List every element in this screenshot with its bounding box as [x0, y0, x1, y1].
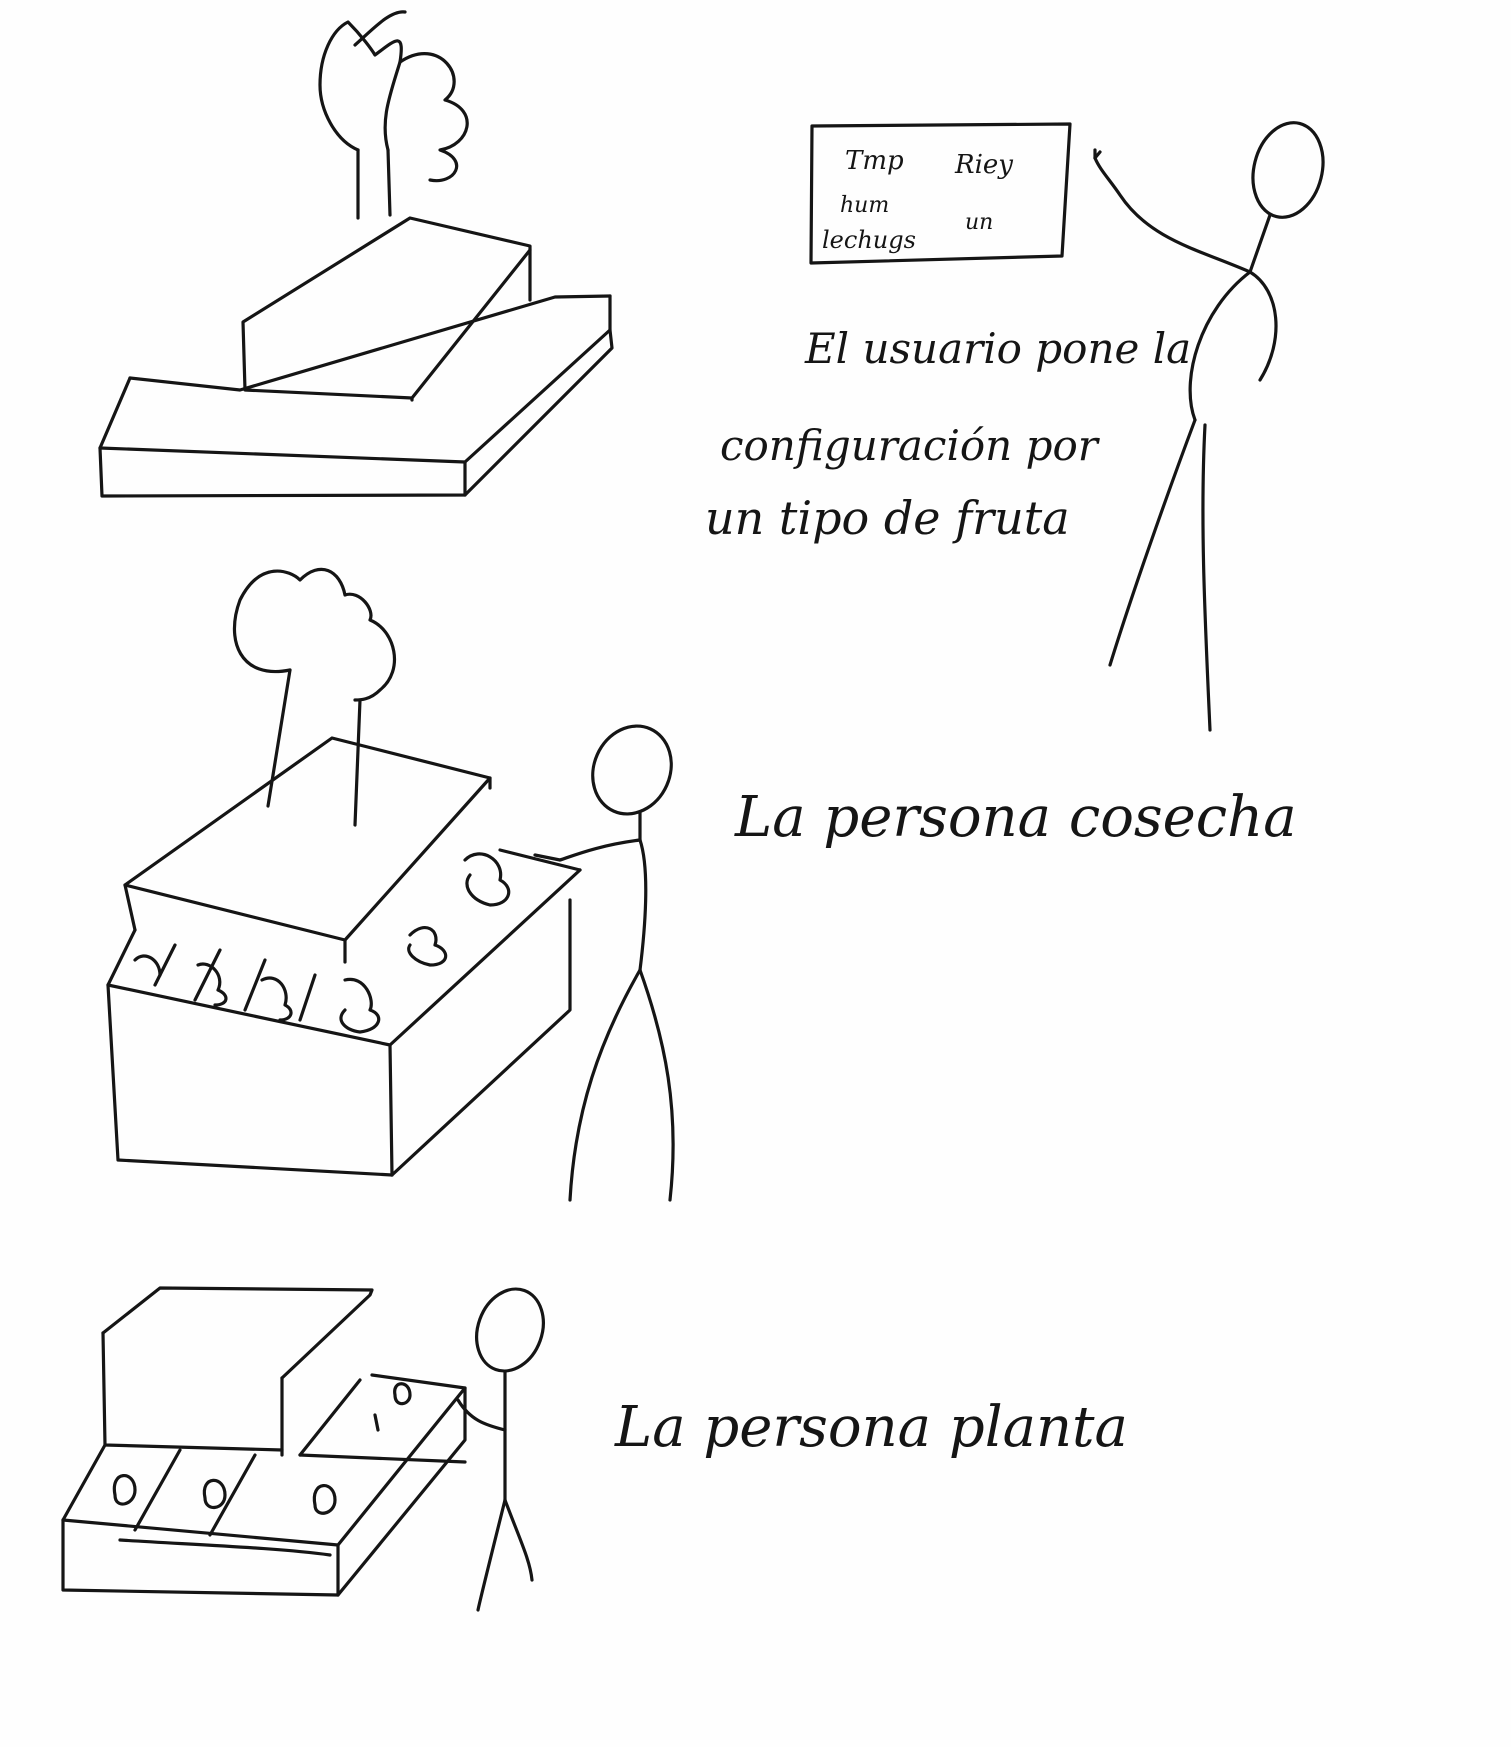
caption-configure-line2: configuración por [720, 425, 1098, 467]
panel-value-label: un [965, 212, 993, 234]
person-planting [458, 1280, 554, 1610]
scene-harvest [108, 569, 685, 1200]
caption-configure-line3: un tipo de fruta [705, 495, 1070, 541]
panel-humidity-label: hum [840, 195, 889, 217]
harvest-tree [234, 569, 394, 825]
caption-harvest: La persona cosecha [735, 790, 1297, 846]
harvest-planter [108, 738, 580, 1175]
stepped-planter [100, 218, 612, 496]
panel-irrigation-label: Riey [955, 152, 1013, 178]
person-harvesting [535, 713, 685, 1200]
caption-plant: La persona planta [615, 1400, 1128, 1456]
scene-plant [63, 1280, 554, 1610]
panel-temp-label: Tmp [845, 148, 904, 174]
tree [320, 12, 467, 218]
person-configuring [1095, 115, 1333, 730]
panel-crop-label: lechugs [822, 228, 916, 252]
caption-configure-line1: El usuario pone la [805, 328, 1191, 370]
plant-planter [63, 1288, 465, 1595]
